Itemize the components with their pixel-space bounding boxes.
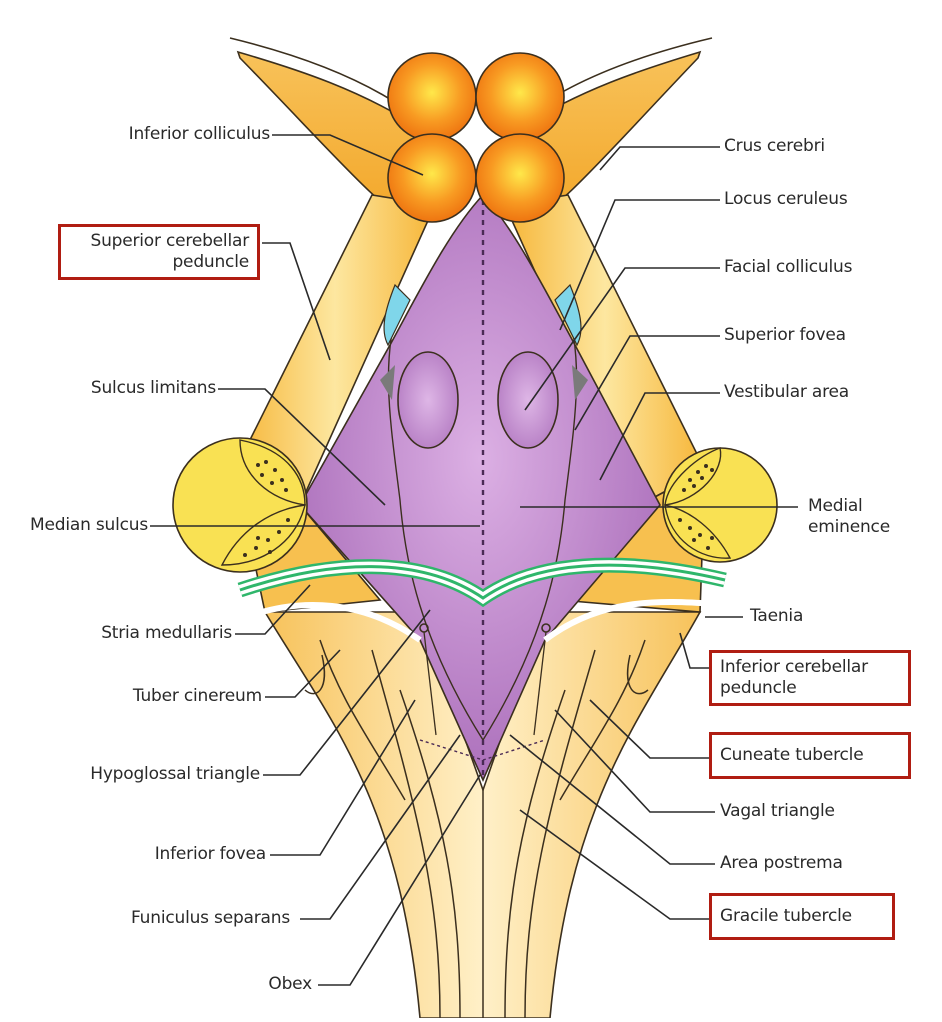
label-stria-medullaris: Stria medullaris <box>101 623 232 643</box>
label-cuneate-tubercle: Cuneate tubercle <box>709 732 911 779</box>
label-crus-cerebri: Crus cerebri <box>724 136 825 156</box>
label-medial-eminence: Medial eminence <box>808 496 890 537</box>
middle-cerebellar-peduncle-right <box>662 447 778 563</box>
label-facial-colliculus: Facial colliculus <box>724 257 853 277</box>
label-tuber-cinereum: Tuber cinereum <box>132 686 262 706</box>
label-vagal-triangle: Vagal triangle <box>720 801 835 821</box>
label-vestibular-area: Vestibular area <box>724 382 850 402</box>
label-taenia: Taenia <box>750 606 804 626</box>
label-obex: Obex <box>268 974 312 994</box>
locus-ceruleus-left <box>383 283 411 347</box>
label-hypoglossal-triangle: Hypoglossal triangle <box>90 764 260 784</box>
label-sulcus-limitans: Sulcus limitans <box>90 378 216 398</box>
inferior-colliculus-right <box>475 133 565 223</box>
label-inferior-colliculus: Inferior colliculus <box>128 124 271 144</box>
label-area-postrema: Area postrema <box>720 853 843 873</box>
label-inferior-fovea: Inferior fovea <box>154 844 266 864</box>
label-superior-cerebellar-peduncle: Superior cerebellar peduncle <box>58 224 260 280</box>
rhomboid-fossa <box>299 193 661 782</box>
locus-ceruleus-right <box>554 283 582 347</box>
medulla-shape <box>263 611 702 1019</box>
label-inferior-cerebellar-peduncle: Inferior cerebellar peduncle <box>709 650 911 706</box>
colliculi <box>387 52 565 223</box>
crus-cerebri-shape <box>229 37 713 232</box>
label-median-sulcus: Median sulcus <box>30 515 148 535</box>
label-superior-fovea: Superior fovea <box>724 325 846 345</box>
superior-colliculus-right <box>475 52 565 142</box>
label-funiculus-separans: Funiculus separans <box>131 908 290 928</box>
middle-cerebellar-peduncle-left <box>172 437 308 573</box>
facial-colliculus-right <box>497 351 559 449</box>
facial-colliculus-left <box>397 351 459 449</box>
inferior-colliculus-left <box>387 133 477 223</box>
leader-lines <box>150 134 798 986</box>
stria-medullaris-band <box>237 557 727 643</box>
label-gracile-tubercle: Gracile tubercle <box>709 893 895 940</box>
superior-colliculus-left <box>387 52 477 142</box>
label-locus-ceruleus: Locus ceruleus <box>724 189 848 209</box>
